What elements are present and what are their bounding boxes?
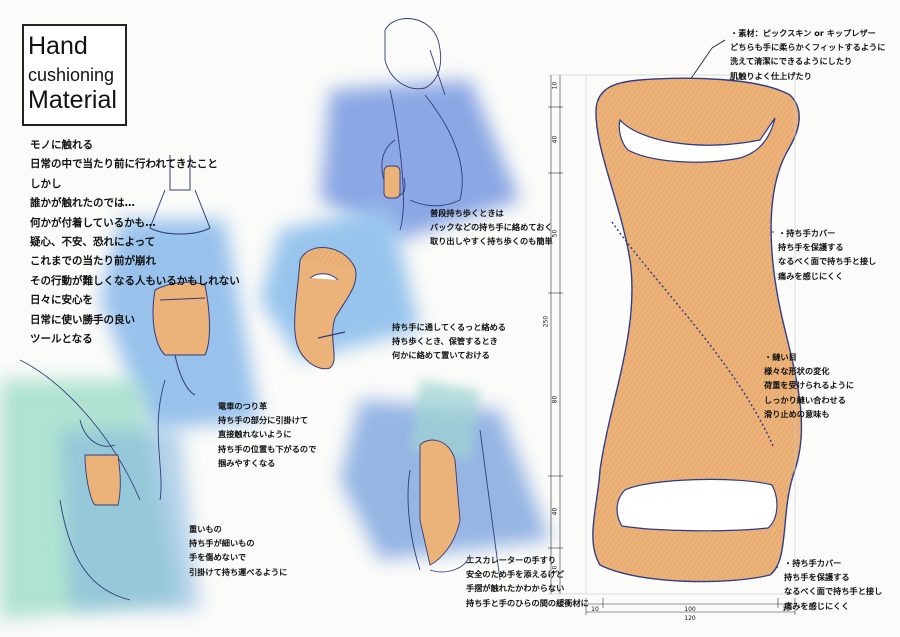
note-escalator: エスカレーターの手すり 安全のため手を添えるけど 手摺が触れたかわからない 持ち… — [466, 555, 589, 608]
title-line-3: Material — [28, 86, 117, 114]
note-stitch: ・縫い目 様々な形状の変化 荷重を受けられるように しっかり縫い合わせる 滑り止… — [764, 352, 855, 419]
note-material: ・素材：ピックスキン or キップレザー どちらも手に柔らかくフィットするように… — [730, 28, 886, 81]
note-roll: 持ち手に通してくるっと絡める 持ち歩くとき、保管するとき 何かに絡めて置いておけ… — [392, 322, 506, 361]
train-strap-sketch — [149, 155, 211, 396]
dim-v-mid: 50 — [551, 229, 559, 238]
dim-v-bottom: 10 — [551, 565, 559, 574]
bag-carry-sketch — [381, 18, 463, 231]
dim-h-right: 10 — [782, 606, 790, 613]
note-bag-storage: 普段持ち歩くときは バックなどの持ち手に絡めておく 取り出しやすく持ち歩くのも簡… — [430, 208, 553, 247]
intro-text: モノに触れる 日常の中で当たり前に行われてきたこと しかし 誰かが触れたのでは…… — [30, 139, 240, 346]
dim-v-lower: 80 — [551, 395, 559, 404]
title-box: Hand cushioning Material — [22, 24, 127, 126]
title-line-2: cushioning — [28, 65, 115, 85]
bag-grip-sketch — [19, 359, 166, 601]
dimension-lines — [548, 74, 796, 615]
note-cover-top: ・持ち手カバー 持ち手を保護する なるべく面で持ち手と接し 痛みを感じにくく — [778, 228, 877, 281]
product-drawing — [592, 77, 803, 583]
rolled-pad-sketch — [294, 247, 357, 370]
title-line-1: Hand — [28, 32, 88, 60]
note-train-strap: 電車のつり革 持ち手の部分に引掛けて 直接触れないように 持ち手の位置も下がるの… — [218, 401, 317, 468]
dim-v-top: 10 — [551, 81, 559, 90]
escalator-hand-sketch — [407, 429, 501, 581]
dim-h-total: 120 — [684, 615, 696, 622]
dim-v-upper: 40 — [551, 135, 559, 144]
dim-v-low2: 40 — [551, 507, 559, 516]
note-heavy-bag: 重いもの 持ち手が細いもの 手を傷めないで 引掛けて持ち運べるように — [189, 524, 288, 577]
dim-h-mid: 100 — [684, 606, 696, 613]
note-cover-bottom: ・持ち手カバー 持ち手を保護する なるべく面で持ち手と接し 痛みを感じにくく — [784, 558, 883, 611]
dim-h-left: 10 — [591, 606, 599, 613]
dim-v-total: 250 — [542, 315, 550, 328]
